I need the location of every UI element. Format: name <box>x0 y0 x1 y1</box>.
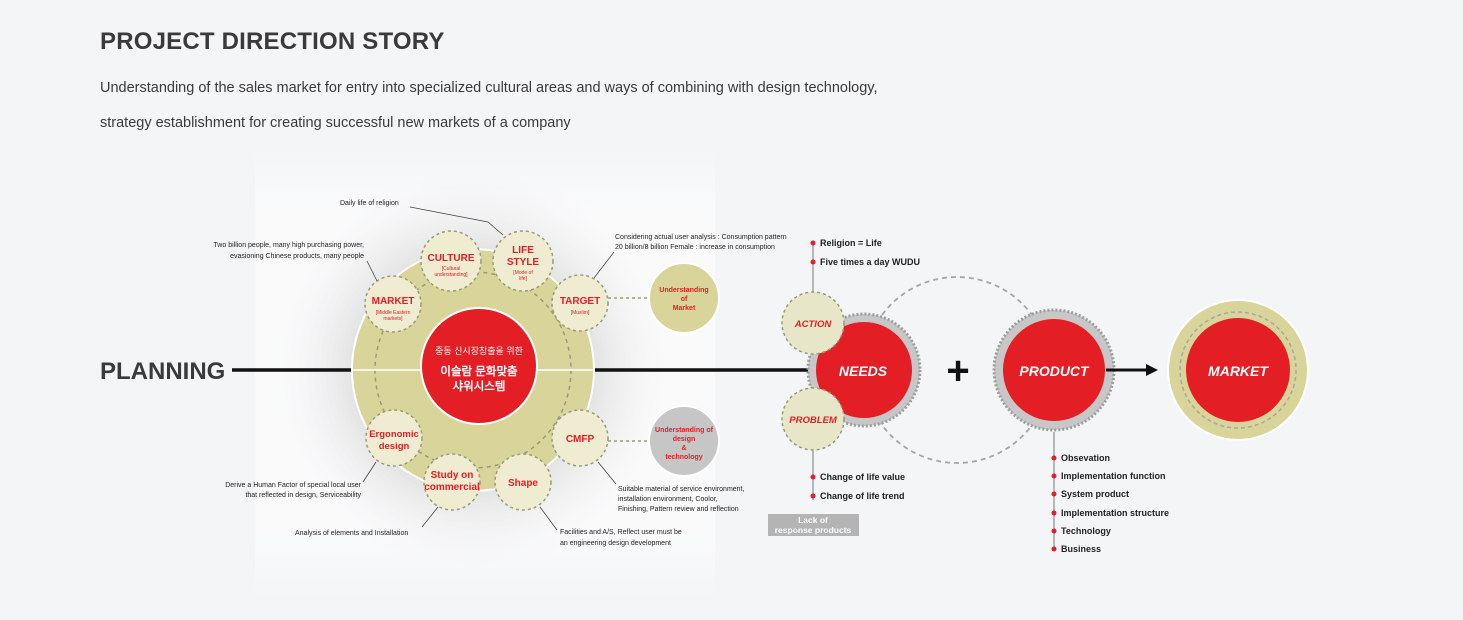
center-line-1: 중동 신시장창출을 위한 <box>435 346 523 356</box>
product-list: Obsevation Implementation function Syste… <box>1051 453 1169 554</box>
center-line-3: 샤워시스템 <box>453 379 506 393</box>
annotation-target-2: 20 billion/8 billion Female : increase i… <box>615 244 775 251</box>
annotation-ergo-2: that reflected in design, Serviceability <box>245 492 361 499</box>
needs-bottom-item-1: Change of life value <box>820 472 905 482</box>
product-item-2: Implementation function <box>1061 471 1166 481</box>
description-line-2: strategy establishment for creating succ… <box>100 115 571 131</box>
culture-sub-2: understanding] <box>434 272 468 278</box>
annotation-cmfp-1: Suitable material of service environment… <box>618 486 745 493</box>
cmfp-title: CMFP <box>566 434 595 445</box>
annotation-target-1: Considering actual user analysis : Consu… <box>615 234 787 241</box>
node-lifestyle: LIFE STYLE [Mode of life] <box>492 230 554 292</box>
node-ergonomic: Ergonomic design <box>365 409 423 467</box>
dt-line-2: design <box>673 436 696 443</box>
annotation-leaders <box>362 206 617 531</box>
product-item-3: System product <box>1061 489 1129 499</box>
lifestyle-title-1: LIFE <box>512 245 534 256</box>
product-circle: PRODUCT <box>992 308 1116 432</box>
lack-box: Lack of response products <box>768 514 859 536</box>
annotation-market-1: Two billion people, many high purchasing… <box>213 242 364 249</box>
mu-line-3: Market <box>673 305 696 312</box>
needs-label: NEEDS <box>839 363 888 379</box>
mu-line-2: of <box>681 296 688 303</box>
annotation-cmfp-3: Finishing, Pattern review and reflection <box>618 506 739 513</box>
planning-label: PLANNING <box>100 358 225 385</box>
product-label: PRODUCT <box>1019 363 1090 379</box>
culture-sub-1: [Cultural <box>442 266 461 272</box>
market-title: MARKET <box>372 296 415 307</box>
lack-line-2: response products <box>775 525 852 535</box>
node-shape: Shape <box>494 453 552 511</box>
dt-line-4: technology <box>665 454 702 461</box>
action-circle: ACTION <box>781 291 845 355</box>
market-sub-2: markets] <box>383 316 403 322</box>
needs-bottom-item-2: Change of life trend <box>820 491 905 501</box>
plus-sign: + <box>946 349 969 393</box>
lack-line-1: Lack of <box>798 515 828 525</box>
annotation-religion: Daily life of religion <box>340 200 399 207</box>
market-understanding-circle: Understanding of Market <box>648 262 720 334</box>
node-cmfp: CMFP <box>551 409 609 467</box>
lifestyle-sub-1: [Mode of <box>513 270 533 276</box>
culture-title: CULTURE <box>427 253 474 264</box>
problem-label: PROBLEM <box>789 415 838 426</box>
ergonomic-title-2: design <box>379 441 410 452</box>
center-line-2: 이슬람 문화맞춤 <box>440 364 518 378</box>
lifestyle-sub-2: life] <box>519 276 527 282</box>
shape-title: Shape <box>508 478 538 489</box>
needs-top-item-2: Five times a day WUDU <box>820 257 920 267</box>
lifestyle-title-2: STYLE <box>507 257 540 268</box>
annotation-shape-2: an engineering design development <box>560 540 671 547</box>
dt-line-1: Understanding of <box>655 427 714 434</box>
page-title: PROJECT DIRECTION STORY <box>100 28 445 55</box>
target-title: TARGET <box>560 296 600 307</box>
study-title-1: Study on <box>431 470 474 481</box>
annotation-ergo-1: Derive a Human Factor of special local u… <box>225 482 361 489</box>
action-label: ACTION <box>794 319 833 330</box>
needs-bottom-list: Change of life value Change of life tren… <box>810 472 905 501</box>
node-target: TARGET [Muslim] <box>551 274 609 332</box>
product-item-1: Obsevation <box>1061 453 1110 463</box>
product-item-5: Technology <box>1061 526 1111 536</box>
annotation-market-2: evasioning Chinese products, many people <box>230 253 364 260</box>
node-culture: CULTURE [Cultural understanding] <box>420 230 482 292</box>
node-market: MARKET [Middle Eastern markets] <box>364 275 422 333</box>
market-sub-1: [Middle Eastern <box>376 310 411 316</box>
problem-circle: PROBLEM <box>781 387 845 451</box>
mu-line-1: Understanding <box>659 287 708 294</box>
needs-top-list: Religion = Life Five times a day WUDU <box>810 238 920 267</box>
target-sub-1: [Muslim] <box>571 310 590 316</box>
study-title-2: commercial <box>424 482 480 493</box>
design-tech-circle: Understanding of design & technology <box>648 405 720 477</box>
annotation-cmfp-2: installation environment, Coolor, <box>618 496 718 503</box>
annotation-study-1: Analysis of elements and Installation <box>295 530 408 537</box>
needs-top-item-1: Religion = Life <box>820 238 882 248</box>
description-line-1: Understanding of the sales market for en… <box>100 80 878 96</box>
dt-line-3: & <box>681 445 686 452</box>
annotation-shape-1: Facilities and A/S, Reflect user must be <box>560 529 682 536</box>
product-market-arrowhead <box>1146 364 1158 376</box>
node-study: Study on commercial <box>423 453 481 511</box>
product-item-6: Business <box>1061 544 1101 554</box>
market-label: MARKET <box>1208 363 1269 379</box>
center-circle <box>420 307 538 425</box>
market-circle: MARKET <box>1167 299 1309 441</box>
ergonomic-title-1: Ergonomic <box>369 429 419 440</box>
product-item-4: Implementation structure <box>1061 508 1169 518</box>
